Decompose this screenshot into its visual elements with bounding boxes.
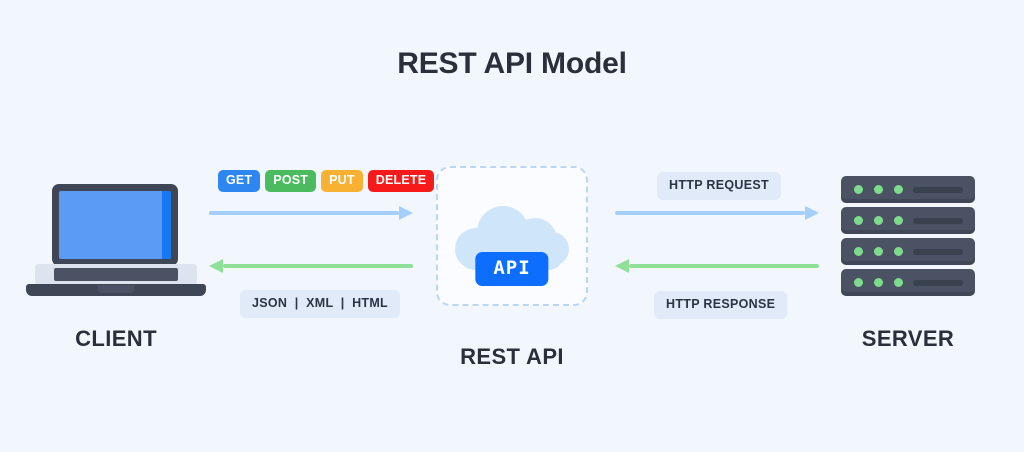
server-led xyxy=(854,247,863,256)
api-chip: API xyxy=(475,252,549,286)
server-led xyxy=(894,216,903,225)
server-led xyxy=(894,247,903,256)
arrow-shaft xyxy=(615,211,805,215)
http-request-label: HTTP REQUEST xyxy=(657,172,781,200)
api-dashed-container: API xyxy=(436,166,588,306)
server-slot-bar xyxy=(913,187,963,193)
server-unit xyxy=(841,238,975,265)
server-slot-bar xyxy=(913,218,963,224)
server-led xyxy=(854,185,863,194)
client-label: CLIENT xyxy=(75,326,157,351)
arrow-shaft xyxy=(209,211,399,215)
server-label: SERVER xyxy=(861,326,955,351)
arrow-shaft xyxy=(629,264,819,268)
server-led xyxy=(874,247,883,256)
server-led xyxy=(854,216,863,225)
server-led xyxy=(894,185,903,194)
server-led xyxy=(874,278,883,287)
laptop-lid xyxy=(52,184,178,266)
server-node: SERVER xyxy=(818,176,998,352)
http-response-label: HTTP RESPONSE xyxy=(654,291,788,319)
badge-post[interactable]: POST xyxy=(265,170,317,192)
server-stack-icon xyxy=(841,176,975,298)
restapi-label: REST API xyxy=(460,344,564,369)
server-led xyxy=(894,278,903,287)
badge-put[interactable]: PUT xyxy=(321,170,363,192)
server-unit xyxy=(841,176,975,203)
arrow-head-right-icon xyxy=(399,206,413,220)
page-title: REST API Model xyxy=(397,47,627,80)
arrow-head-left-icon xyxy=(209,259,223,273)
server-led xyxy=(874,185,883,194)
laptop-icon xyxy=(26,176,206,298)
arrow-head-left-icon xyxy=(615,259,629,273)
laptop-keyboard xyxy=(54,268,178,281)
arrow-client-to-api-request xyxy=(209,203,413,223)
http-method-badges: GET POST PUT DELETE xyxy=(218,170,435,192)
laptop-screen xyxy=(59,191,171,259)
restapi-node: API REST API xyxy=(424,166,600,370)
badge-delete[interactable]: DELETE xyxy=(367,170,435,192)
laptop-trackpad-notch xyxy=(98,285,134,293)
arrow-api-to-client-response xyxy=(209,256,413,276)
server-led xyxy=(874,216,883,225)
arrow-head-right-icon xyxy=(805,206,819,220)
server-slot-bar xyxy=(913,280,963,286)
server-slot-bar xyxy=(913,249,963,255)
arrow-api-to-server-request xyxy=(615,203,819,223)
server-led xyxy=(854,278,863,287)
arrow-server-to-api-response xyxy=(615,256,819,276)
badge-get[interactable]: GET xyxy=(218,170,261,192)
arrow-shaft xyxy=(223,264,413,268)
server-unit xyxy=(841,207,975,234)
server-unit xyxy=(841,269,975,296)
response-formats-label: JSON | XML | HTML xyxy=(240,290,400,318)
client-node: CLIENT xyxy=(26,176,206,352)
